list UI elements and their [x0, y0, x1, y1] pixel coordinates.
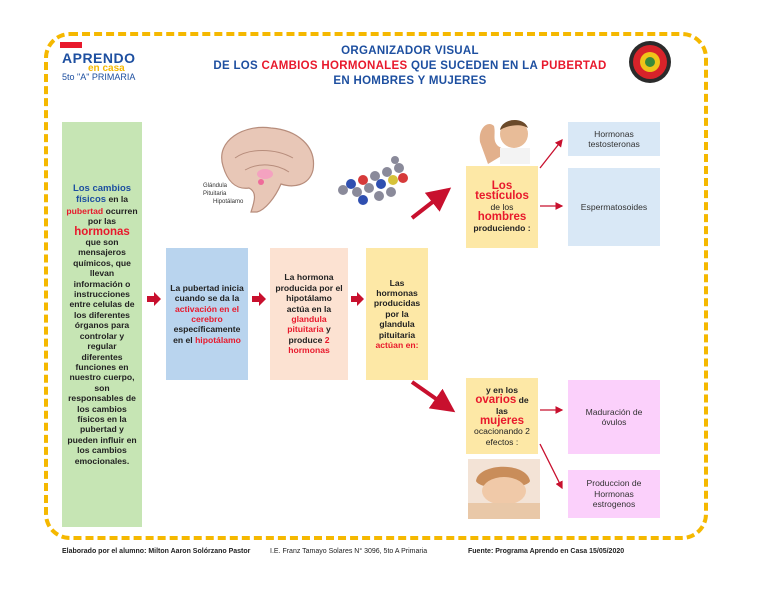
flag-mark — [60, 42, 82, 48]
arrow-to-testosterone — [539, 138, 563, 169]
female-part: ocacionando 2 efectos : — [474, 426, 530, 447]
title-part: QUE SUCEDEN EN LA — [407, 60, 542, 72]
intro-part: en la — [106, 194, 129, 205]
logo-line1: APRENDO — [62, 50, 136, 66]
title-highlight: CAMBIOS HORMONALES — [261, 60, 408, 72]
result-sperm-box: Espermatosoides — [568, 168, 660, 246]
female-highlight: ovarios — [475, 394, 517, 407]
step2-part: y produce — [288, 324, 331, 345]
footer-source: Fuente: Programa Aprendo en Casa 15/05/2… — [468, 548, 625, 555]
label-gland: Glándula — [203, 183, 228, 189]
step1-text: La pubertad inicia cuando se da la activ… — [170, 283, 244, 345]
step1-part: específicamente en el — [173, 324, 241, 345]
title-line3: EN HOMBRES Y MUJERES — [333, 75, 487, 87]
step2-text: La hormona producida por el hipotálamo a… — [274, 272, 344, 355]
result-estrogen: Produccion de Hormonas estrogenos — [586, 478, 642, 510]
arrow-to-estrogen — [539, 443, 563, 490]
brain-illustration-icon — [221, 126, 315, 213]
dashed-frame — [44, 32, 708, 540]
logo-line3: 5to "A" PRIMARIA — [62, 72, 136, 82]
hormone-molecule-icon — [338, 156, 408, 205]
male-text: Los testículos de los hombres produciend… — [469, 179, 535, 233]
intro-part: Los cambios — [72, 183, 132, 195]
block-arrow-icon — [147, 292, 161, 306]
result-ovule: Maduración de óvulos — [585, 406, 643, 427]
male-highlight: Los testículos — [475, 179, 529, 203]
result-estrogen-box: Produccion de Hormonas estrogenos — [568, 470, 660, 518]
female-part: de las — [496, 395, 529, 416]
step2-box: La hormona producida por el hipotálamo a… — [270, 248, 348, 380]
female-box: y en los ovarios de las mujeres ocaciona… — [466, 378, 538, 454]
footer-author: Elaborado por el alumno: Milton Aaron So… — [62, 548, 251, 555]
result-testosterone: Hormonas testosteronas — [588, 128, 640, 149]
result-ovule-box: Maduración de óvulos — [568, 380, 660, 454]
girl-photo-icon — [468, 459, 540, 519]
intro-highlight: hormonas — [74, 225, 130, 238]
label-pituitary: Pituitaria — [203, 191, 227, 197]
brain-labels: Glándula Pituitaria Hipotálamo — [203, 182, 243, 206]
title-line1: ORGANIZADOR VISUAL — [341, 45, 479, 57]
step3-box: Las hormonas producidas por la glandula … — [366, 248, 428, 380]
arrow-to-male — [410, 187, 452, 220]
block-arrow-icon — [351, 292, 364, 306]
step2-highlight: glandula pituitaria — [287, 314, 327, 335]
intro-text: Los cambios físicos en la pubertad ocurr… — [66, 183, 138, 466]
title-highlight: PUBERTAD — [541, 60, 607, 72]
footer-school: I.E. Franz Tamayo Solares N° 3096, 5to A… — [270, 548, 428, 555]
logo-line2: en casa — [88, 63, 125, 74]
female-highlight: mujeres — [479, 415, 525, 427]
result-testosterone-box: Hormonas testosteronas — [568, 122, 660, 156]
title-line2: DE LOS CAMBIOS HORMONALES QUE SUCEDEN EN… — [200, 59, 620, 74]
male-part: de los — [490, 201, 514, 212]
step1-box: La pubertad inicia cuando se da la activ… — [166, 248, 248, 380]
step1-highlight: activación en el cerebro — [174, 303, 239, 324]
female-text: y en los ovarios de las mujeres ocaciona… — [469, 385, 535, 447]
step2-highlight: 2 hormonas — [288, 334, 330, 356]
boy-photo-icon — [479, 119, 530, 164]
result-sperm: Espermatosoides — [580, 201, 648, 212]
step3-text: Las hormonas producidas por la glandula … — [370, 278, 424, 351]
label-hypothalamus: Hipotálamo — [213, 199, 244, 205]
intro-part: que son mensajeros químicos, que llevan … — [67, 237, 137, 466]
school-seal-icon — [629, 41, 671, 83]
intro-highlight: pubertad — [66, 205, 104, 216]
page-title: ORGANIZADOR VISUAL DE LOS CAMBIOS HORMON… — [200, 44, 620, 89]
female-part: y en los — [486, 384, 518, 395]
intro-part: ocurren por las — [87, 205, 138, 227]
intro-box: Los cambios físicos en la pubertad ocurr… — [62, 122, 142, 527]
male-box: Los testículos de los hombres produciend… — [466, 166, 538, 248]
aprendo-en-casa-logo: APRENDO en casa 5to "A" PRIMARIA — [60, 42, 140, 90]
male-highlight: hombres — [477, 211, 527, 224]
step1-highlight: hipotálamo — [195, 334, 241, 345]
block-arrow-icon — [252, 292, 266, 306]
step1-part: La pubertad inicia cuando se da la — [170, 282, 244, 304]
step3-highlight: actúan en: — [375, 340, 419, 351]
intro-part: físicos — [75, 194, 107, 206]
step3-part: Las hormonas producidas por la glandula … — [373, 277, 421, 340]
step2-part: La hormona producida por el hipotálamo a… — [275, 272, 343, 314]
title-part: DE LOS — [213, 60, 262, 72]
arrow-to-female — [410, 380, 456, 413]
male-part: produciendo : — [473, 222, 531, 233]
